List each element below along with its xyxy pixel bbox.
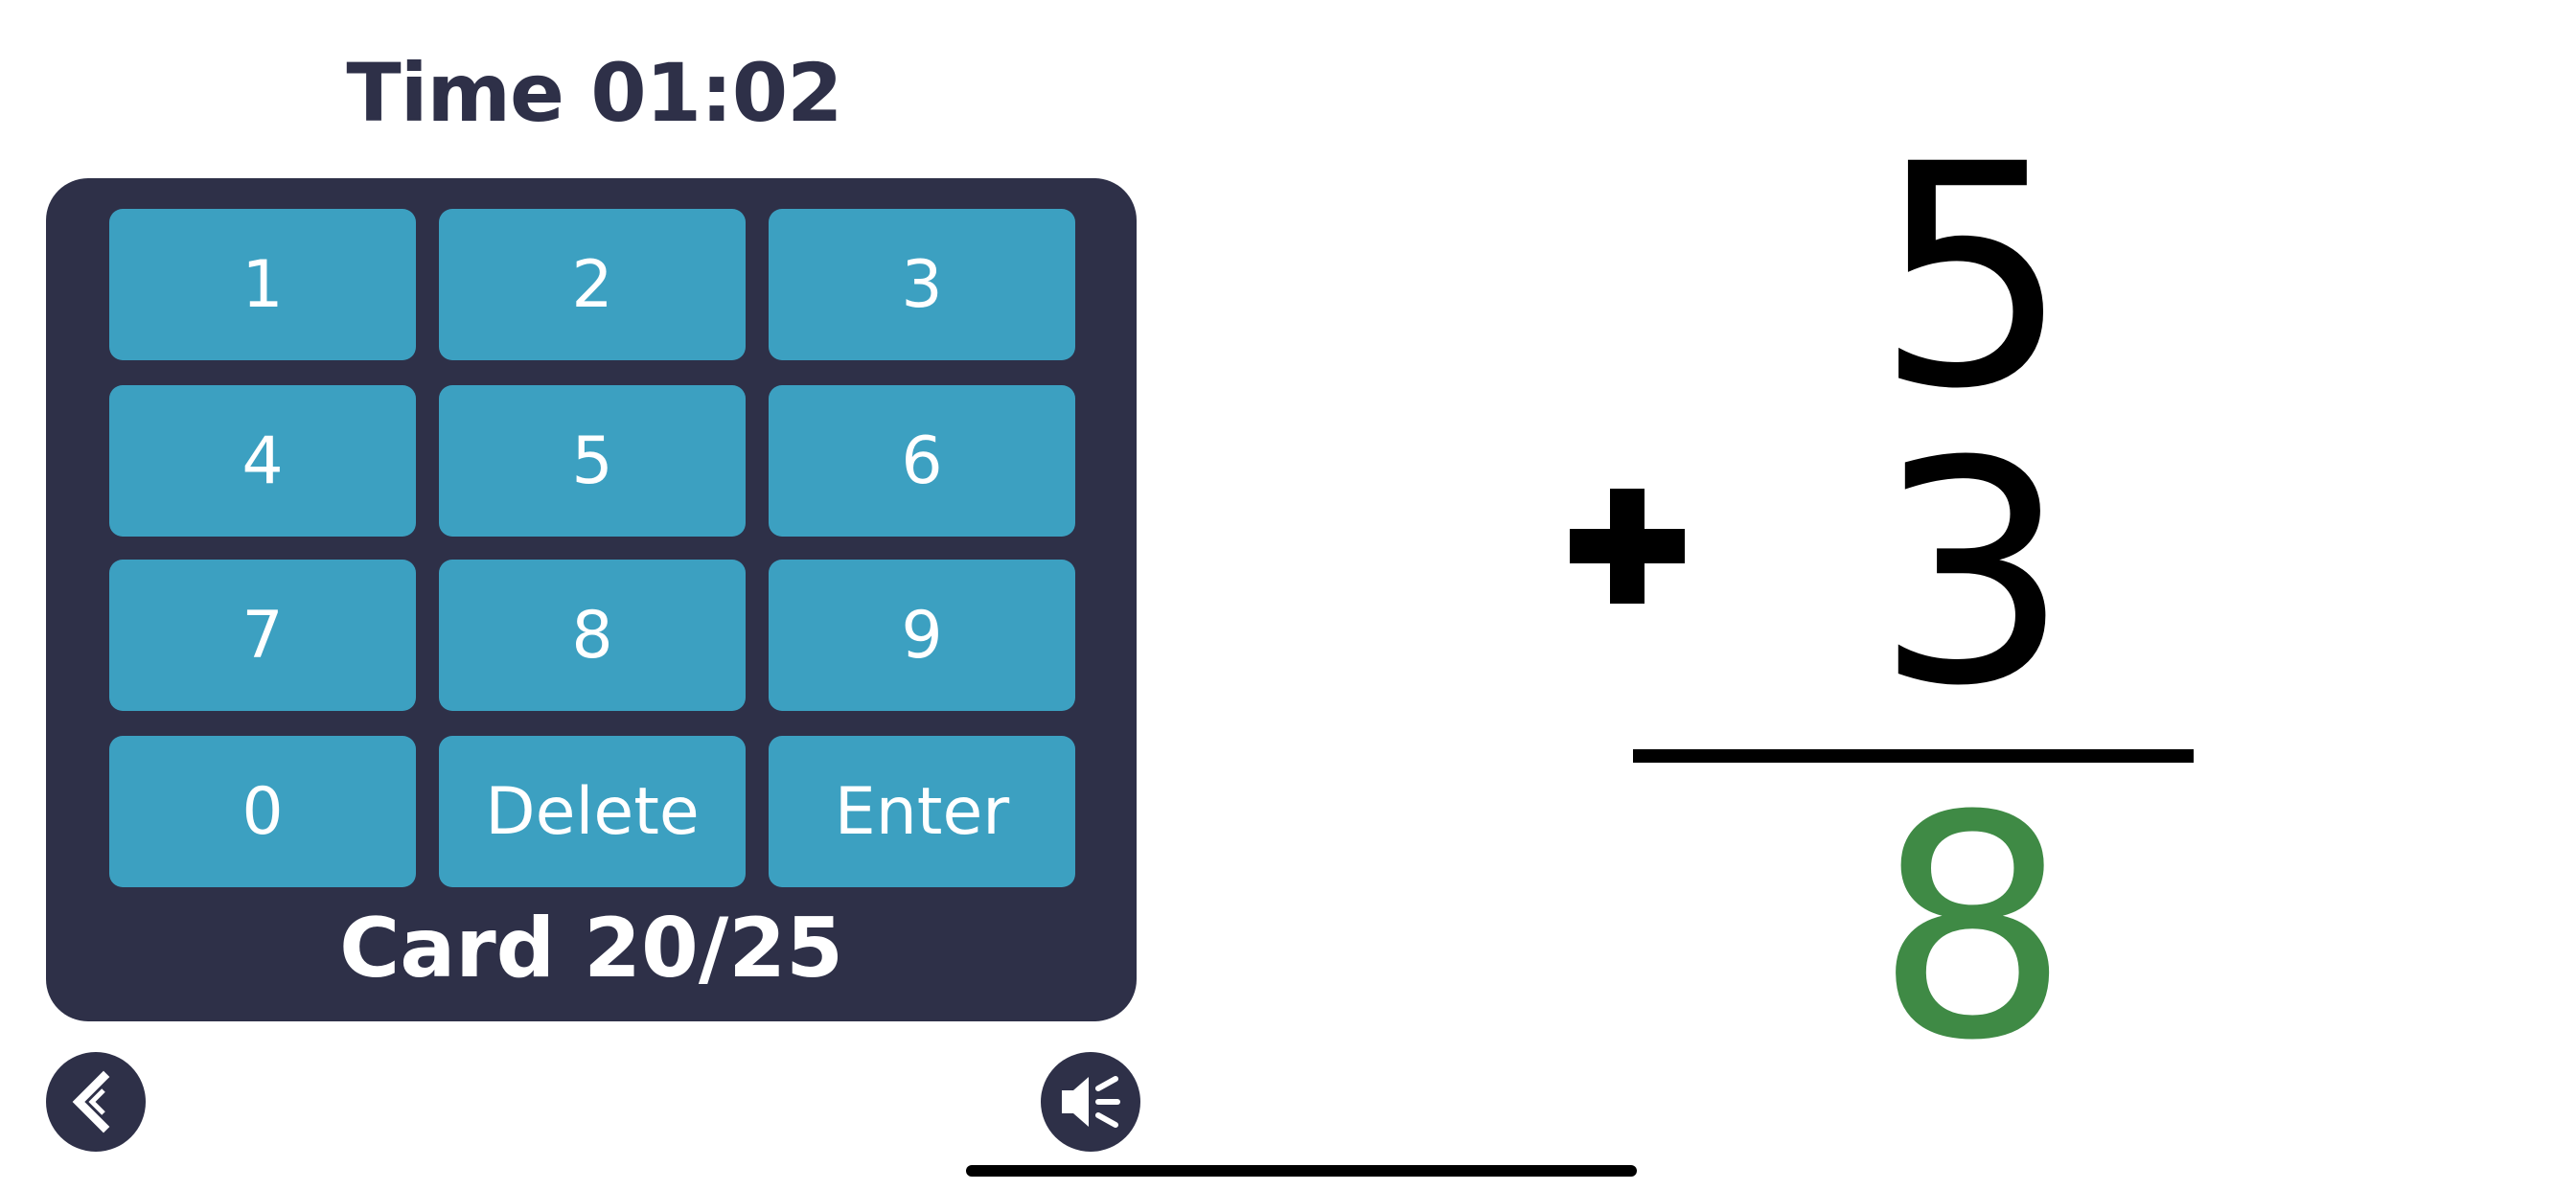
enter-button[interactable]: Enter [769, 736, 1075, 887]
chevron-left-icon [72, 1070, 110, 1133]
timer: Time 01:02 [346, 46, 842, 140]
back-button[interactable] [46, 1052, 146, 1152]
math-problem: 5 + 3 8 [1533, 96, 2223, 1092]
key-1[interactable]: 1 [109, 209, 416, 360]
top-operand: 5 [1874, 100, 2070, 456]
speaker-icon [1062, 1076, 1120, 1128]
key-7[interactable]: 7 [109, 560, 416, 711]
sound-button[interactable] [1041, 1052, 1140, 1152]
plus-operator: + [1570, 489, 1685, 607]
answer: 8 [1874, 751, 2070, 1108]
key-9[interactable]: 9 [769, 560, 1075, 711]
key-0[interactable]: 0 [109, 736, 416, 887]
home-indicator[interactable] [966, 1165, 1637, 1177]
card-counter: Card 20/25 [339, 901, 843, 996]
answer-line [1633, 749, 2194, 763]
key-8[interactable]: 8 [439, 560, 746, 711]
key-4[interactable]: 4 [109, 385, 416, 537]
key-3[interactable]: 3 [769, 209, 1075, 360]
key-6[interactable]: 6 [769, 385, 1075, 537]
key-5[interactable]: 5 [439, 385, 746, 537]
delete-button[interactable]: Delete [439, 736, 746, 887]
bottom-operand: 3 [1874, 397, 2070, 753]
keypad-panel: 1 2 3 4 5 6 7 8 9 0 Delete Enter Card 20… [46, 178, 1137, 1021]
key-2[interactable]: 2 [439, 209, 746, 360]
